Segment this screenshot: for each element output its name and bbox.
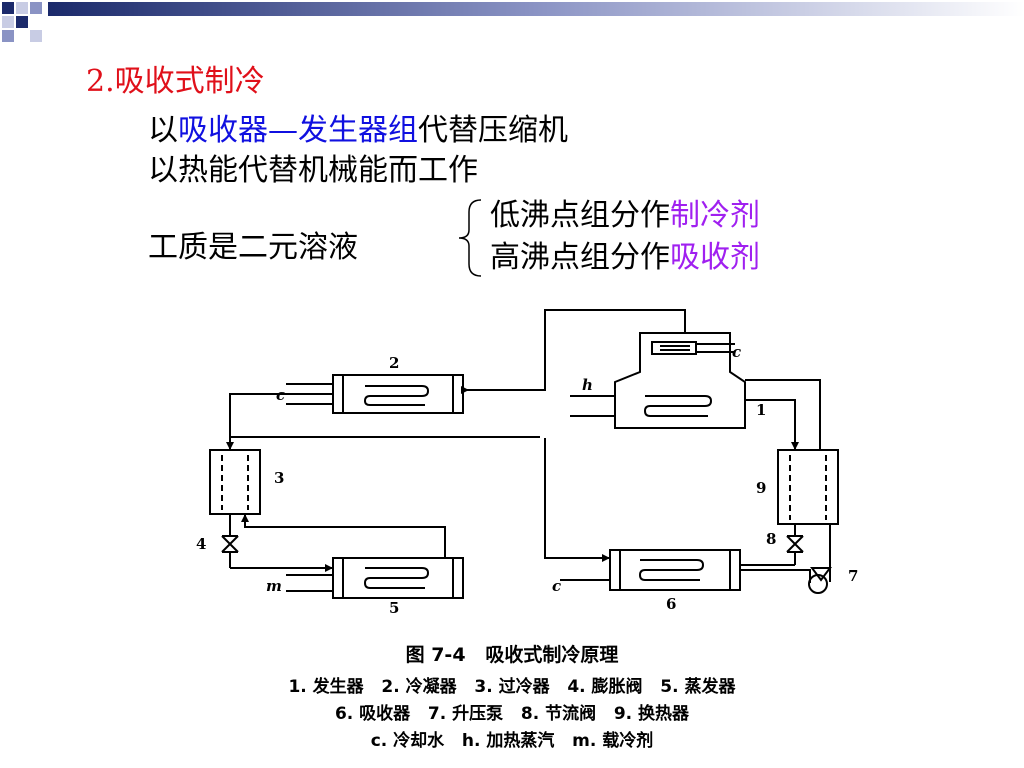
throttle-valve-8 (786, 535, 804, 553)
evaporator-5 (332, 557, 464, 599)
condenser-2 (332, 374, 464, 414)
label-c-absorber: c (552, 577, 561, 595)
subcooler-3 (209, 449, 261, 515)
statement-suffix: 代替压缩机 (418, 113, 568, 148)
label-6: 6 (666, 595, 676, 613)
figure-legend-line-3: c. 冷却水 h. 加热蒸汽 m. 载冷剂 (370, 731, 654, 751)
pump-7 (808, 574, 828, 594)
generator-1 (614, 332, 746, 429)
label-2: 2 (389, 354, 399, 372)
label-8: 8 (766, 530, 776, 548)
condenser-coil (363, 385, 430, 406)
label-c-generator: c (732, 343, 741, 361)
absorption-refrigeration-diagram: 2 c 3 4 m 5 c 6 h c 1 9 8 7 (196, 309, 858, 617)
statement-thermal-energy: 以热能代替机械能而工作 (148, 153, 478, 188)
statement-highlight: 吸收器—发生器组 (178, 113, 418, 148)
label-c-condenser: c (276, 386, 285, 404)
label-h: h (582, 376, 593, 394)
statement-working-fluid: 工质是二元溶液 (148, 230, 358, 265)
branch-high-highlight: 吸收剂 (670, 240, 760, 275)
label-3: 3 (274, 469, 284, 487)
statement-prefix: 以 (148, 113, 178, 148)
figure-caption: 图 7-4 吸收式制冷原理 (405, 644, 619, 666)
branch-low-highlight: 制冷剂 (670, 198, 760, 233)
figure-legend-line-2: 6. 吸收器 7. 升压泵 8. 节流阀 9. 换热器 (334, 704, 690, 724)
label-5: 5 (389, 599, 399, 617)
branch-low-text: 低沸点组分作 (490, 198, 670, 233)
label-9: 9 (756, 479, 766, 497)
label-m: m (266, 577, 282, 595)
label-4: 4 (196, 535, 206, 553)
branch-high-boiling: 高沸点组分作吸收剂 (490, 232, 760, 276)
branch-low-boiling: 低沸点组分作制冷剂 (490, 190, 760, 234)
figure-legend-line-1: 1. 发生器 2. 冷凝器 3. 过冷器 4. 膨胀阀 5. 蒸发器 (288, 677, 736, 697)
label-7: 7 (848, 567, 858, 585)
slide-title: 2.吸收式制冷 (86, 64, 265, 99)
expansion-valve-4 (221, 535, 239, 553)
statement-absorber-generator: 以吸收器—发生器组代替压缩机 (148, 105, 568, 149)
heat-exchanger-9 (777, 449, 839, 525)
label-1: 1 (756, 401, 766, 419)
decorative-header-bar (2, 2, 1024, 42)
branch-high-text: 高沸点组分作 (490, 240, 670, 275)
curly-brace (458, 199, 482, 277)
